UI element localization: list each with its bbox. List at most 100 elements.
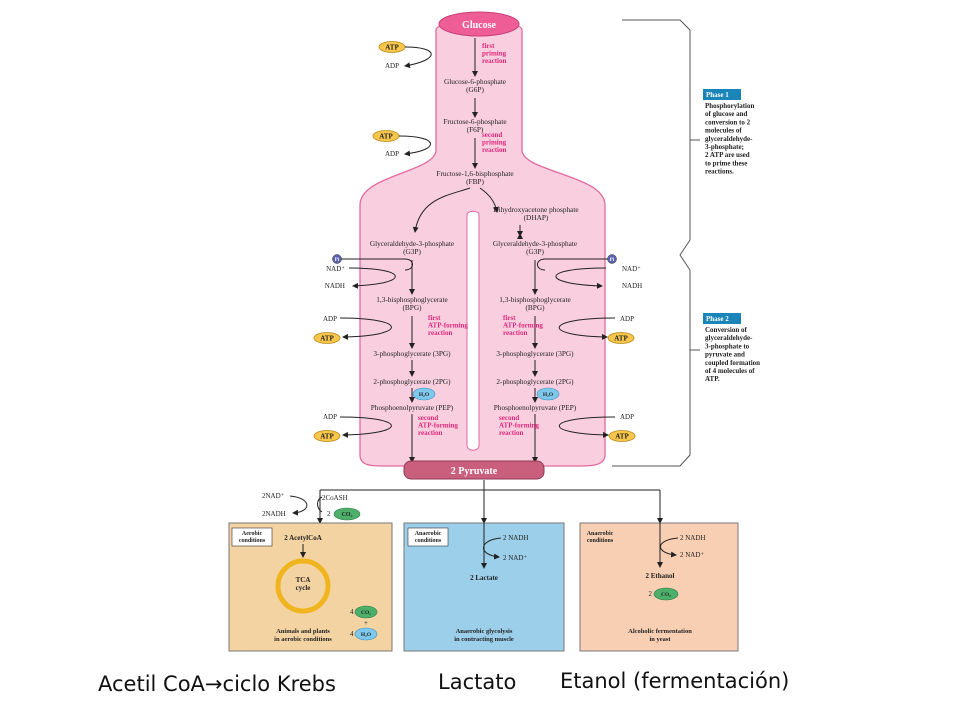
glucose-pill	[438, 11, 520, 37]
aerobic-co2-label: CO₂	[361, 610, 371, 616]
right-pep-label: Phosphoenolpyruvate (PEP)	[494, 403, 577, 412]
aerobic-co2-count: 4	[350, 608, 354, 616]
aerobic-coash-label: 2CoASH	[322, 494, 348, 502]
pyruvate-label: 2 Pyruvate	[451, 466, 498, 477]
right-atpform2-text-line: reaction	[499, 429, 523, 437]
yeast-co2-bubble	[653, 587, 679, 601]
dhap-label-line: (DHAP)	[524, 213, 549, 222]
phase1-text-line: reactions.	[705, 168, 734, 176]
yeast-box	[579, 522, 739, 652]
left-h2o-label: H₂O	[419, 392, 430, 398]
priming-2-text-line: second	[482, 131, 502, 139]
left-pi-curve	[341, 258, 413, 271]
left-atpform2-text-line: second	[418, 414, 438, 422]
left-2pg-label: 2-phosphoglycerate (2PG)	[373, 377, 451, 386]
atp-2-label: ATP	[379, 133, 393, 141]
phase1-tab-label: Phase 1	[706, 91, 729, 99]
glucose-label: Glucose	[462, 20, 496, 31]
lactate-label: 2 Lactate	[470, 574, 498, 582]
priming-2-text-line: reaction	[482, 146, 506, 154]
aerobic-nadh-label: 2NADH	[262, 510, 286, 518]
left-nad-curve	[348, 267, 396, 289]
caption-acetil: Acetil CoA	[98, 672, 205, 696]
right-atpform2-text-line: ATP-forming	[499, 422, 539, 430]
right-bpg-label-line: (BPG)	[525, 303, 545, 312]
priming-2-curve	[398, 135, 431, 157]
right-h2o-label: H₂O	[543, 392, 554, 398]
right-atpform2-text-line: second	[499, 414, 519, 422]
g6p-label-line: (G6P)	[466, 85, 484, 94]
phase-bracket	[612, 19, 691, 467]
yeast-co2-count: 2	[649, 590, 653, 598]
yeast-tag-line: Anaerobic	[587, 531, 614, 537]
f6p-label-line: (F6P)	[467, 125, 484, 134]
aerobic-h2o-bubble	[354, 627, 378, 641]
ethanol-label: 2 Ethanol	[646, 572, 675, 580]
left-bpg-label-line: (BPG)	[402, 303, 422, 312]
phase2-text-line: Conversion of	[705, 326, 747, 334]
right-h2o-bubble	[536, 387, 560, 401]
yeast-co2-label: CO₂	[661, 592, 671, 598]
fbp-label-line: (FBP)	[466, 177, 484, 186]
phase2-text-line: pyruvate and	[705, 351, 745, 359]
aerobic-h2o-label: H₂O	[361, 632, 372, 638]
phase2-tab-label: Phase 2	[706, 315, 729, 323]
left-atp4-label: ATP	[320, 433, 334, 441]
acetylcoa-label: 2 AcetylCoA	[284, 534, 322, 542]
right-2pg-label: 2-phosphoglycerate (2PG)	[496, 377, 574, 386]
caption-krebs: ciclo Krebs	[222, 672, 336, 696]
left-adp4-label: ADP	[323, 413, 337, 421]
muscle-nad-label: 2 NAD⁺	[503, 554, 527, 562]
yeast-footer-line: Alcoholic fermentation	[628, 628, 692, 635]
right-nad-label: NAD⁺	[622, 265, 641, 273]
aerobic-nad-curve	[289, 495, 308, 516]
dhap-label-line: Dihydroxyacetone phosphate	[493, 205, 578, 214]
right-bpg-label-line: 1,3-bisphosphoglycerate	[499, 295, 571, 304]
caption-etanol: Etanol (fermentación)	[560, 669, 790, 693]
aerobic-footer-line: Animals and plants	[276, 628, 330, 635]
muscle-nadh-label: 2 NADH	[503, 534, 528, 542]
right-g3p-label-line: Glyceraldehyde-3-phosphate	[493, 239, 577, 248]
phase1-text-line: 3-phosphate;	[705, 143, 744, 151]
pyruvate-bar	[403, 460, 545, 480]
g6p-label-line: Glucose-6-phosphate	[444, 77, 506, 86]
right-atp4-curve	[558, 416, 616, 438]
right-atp4-label: ATP	[615, 433, 629, 441]
aerobic-tag-line: Aerobic	[242, 531, 263, 537]
aerobic-co2-bubble	[354, 605, 378, 619]
phase1-text-line: molecules of	[705, 127, 742, 135]
left-atp3	[313, 332, 341, 344]
split-left	[412, 187, 471, 233]
aerobic-co2-input-label: CO₂	[342, 512, 353, 518]
right-adp4-label: ADP	[620, 413, 634, 421]
caption-arrow: →	[204, 672, 223, 696]
muscle-tag-line: conditions	[415, 538, 442, 544]
right-atpform1-text-line: first	[503, 314, 516, 322]
phase1-text-line: to prime these	[705, 159, 747, 167]
left-pi-label: Pi	[335, 258, 340, 263]
muscle-tag-box	[407, 527, 449, 547]
phase1-text-line: conversion to 2	[705, 118, 751, 126]
yeast-nadh-label: 2 NADH	[680, 534, 705, 542]
left-h2o-bubble	[412, 387, 436, 401]
aerobic-h2o-count: 4	[350, 630, 354, 638]
phase1-text-line: Phosphorylation	[705, 102, 755, 110]
aerobic-tag-line: conditions	[239, 538, 266, 544]
right-3pg-label: 3-phosphoglycerate (3PG)	[496, 349, 574, 358]
right-atpform1-text-line: reaction	[503, 329, 527, 337]
right-g3p-label-line: (G3P)	[526, 247, 544, 256]
priming-1-text-line: reaction	[482, 57, 506, 65]
phase1-text-line: 2 ATP are used	[705, 151, 750, 159]
left-nad-label: NAD⁺	[326, 265, 345, 273]
priming-1-curve	[404, 46, 432, 69]
muscle-footer-line: Anaerobic glycolysis	[456, 628, 513, 635]
split-right	[479, 187, 499, 213]
phase2-text-line: glyceraldehyde-	[705, 334, 753, 342]
right-adp3-label: ADP	[620, 315, 634, 323]
phase2-text-line: 3-phosphate to	[705, 342, 750, 350]
right-pi-curve	[537, 258, 608, 271]
aerobic-tag-box	[231, 527, 273, 547]
aerobic-nad-label: 2NAD⁺	[262, 492, 285, 500]
pathway-background	[359, 20, 606, 467]
